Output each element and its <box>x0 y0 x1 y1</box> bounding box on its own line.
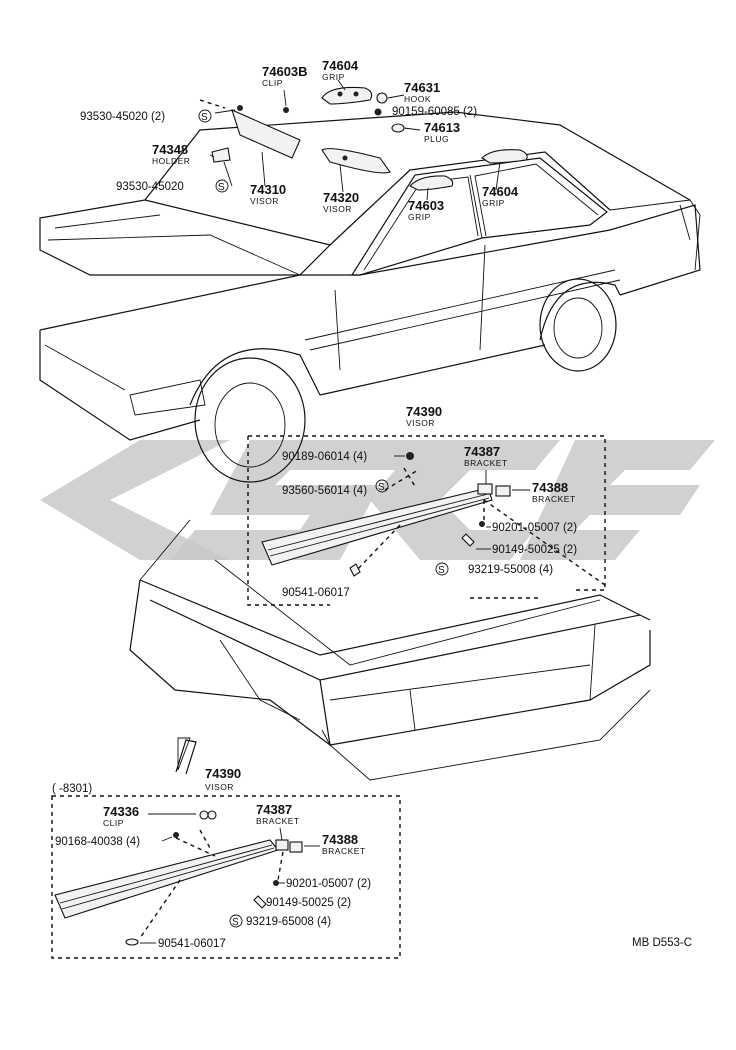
svg-text:74613: 74613 <box>424 120 460 135</box>
svg-text:74603B: 74603B <box>262 64 308 79</box>
svg-text:74390: 74390 <box>406 404 442 419</box>
svg-text:74631: 74631 <box>404 80 440 95</box>
s-symbol-4: S <box>435 562 449 576</box>
label-90189-06014: 90189-06014 (4) <box>282 451 367 463</box>
label-74387-inset1: 74387 BRACKET <box>464 444 508 468</box>
svg-text:S: S <box>232 917 239 928</box>
old-visor-74390-illustration <box>54 810 303 946</box>
svg-text:HOLDER: HOLDER <box>152 156 190 166</box>
label-93219-65008: 93219-65008 (4) <box>246 916 331 928</box>
label-74603: 74603 GRIP <box>408 198 444 222</box>
label-90541-06017-inset2: 90541-06017 <box>158 938 226 950</box>
label-74388-inset1: 74388 BRACKET <box>532 480 576 504</box>
label-74604-right: 74604 GRIP <box>482 184 519 208</box>
svg-text:74348: 74348 <box>152 142 188 157</box>
inset-old-visor-box <box>51 737 401 959</box>
svg-text:GRIP: GRIP <box>322 72 345 82</box>
s-symbol-3: S <box>375 479 389 493</box>
svg-text:74310: 74310 <box>250 182 286 197</box>
label-90201-05007-inset2: 90201-05007 (2) <box>286 878 371 890</box>
label-90149-50025-inset1: 90149-50025 (2) <box>492 544 577 556</box>
svg-text:VISOR: VISOR <box>323 204 352 214</box>
label-74387-inset2: 74387 BRACKET <box>256 802 300 826</box>
svg-text:74604: 74604 <box>482 184 519 199</box>
label-93530-45020-2: 93530-45020 (2) <box>80 111 165 123</box>
label-74390-inset1: 74390 VISOR <box>406 404 442 428</box>
svg-text:S: S <box>438 565 445 576</box>
label-93219-55008: 93219-55008 (4) <box>468 564 553 576</box>
s-symbol-5: S <box>229 914 243 928</box>
svg-text:S: S <box>218 182 225 193</box>
svg-text:PLUG: PLUG <box>424 134 449 144</box>
svg-text:VISOR: VISOR <box>250 196 279 206</box>
sedan-side-illustration <box>39 111 701 483</box>
svg-text:74603: 74603 <box>408 198 444 213</box>
svg-text:GRIP: GRIP <box>482 198 505 208</box>
label-93530-45020: 93530-45020 <box>116 181 184 193</box>
svg-text:BRACKET: BRACKET <box>256 816 300 826</box>
svg-text:VISOR: VISOR <box>205 782 234 792</box>
svg-text:S: S <box>201 112 208 123</box>
svg-text:BRACKET: BRACKET <box>322 846 366 856</box>
svg-text:74320: 74320 <box>323 190 359 205</box>
svg-text:74336: 74336 <box>103 804 139 819</box>
svg-text:74604: 74604 <box>322 58 359 73</box>
s-symbol-1: S <box>198 109 212 123</box>
svg-text:S: S <box>378 482 385 493</box>
figure-code: MB D553-C <box>632 937 692 949</box>
label-74604-top: 74604 GRIP <box>322 58 359 82</box>
svg-text:74388: 74388 <box>532 480 568 495</box>
svg-text:74387: 74387 <box>464 444 500 459</box>
label-90149-50025-inset2: 90149-50025 (2) <box>266 897 351 909</box>
svg-text:CLIP: CLIP <box>103 818 124 828</box>
svg-text:CLIP: CLIP <box>262 78 283 88</box>
svg-text:BRACKET: BRACKET <box>532 494 576 504</box>
label-74631: 74631 HOOK <box>404 80 440 104</box>
rear-visor-74390-illustration <box>261 452 606 586</box>
label-90159-60085: 90159-60085 (2) <box>392 106 477 118</box>
label-93560-56014: 93560-56014 (4) <box>282 485 367 497</box>
label-74388-inset2: 74388 BRACKET <box>322 832 366 856</box>
label-74613: 74613 PLUG <box>424 120 460 144</box>
interior-parts-illustration <box>199 79 528 201</box>
label-74320: 74320 VISOR <box>323 190 359 214</box>
svg-text:GRIP: GRIP <box>408 212 431 222</box>
svg-text:74387: 74387 <box>256 802 292 817</box>
label-74348: 74348 HOLDER <box>152 142 190 166</box>
label-90201-05007-inset1: 90201-05007 (2) <box>492 522 577 534</box>
svg-text:VISOR: VISOR <box>406 418 435 428</box>
svg-text:74390: 74390 <box>205 766 241 781</box>
label-90168-40038: 90168-40038 (4) <box>55 836 140 848</box>
s-symbol-2: S <box>215 179 229 193</box>
label-74603B: 74603B CLIP <box>262 64 308 88</box>
svg-text:HOOK: HOOK <box>404 94 431 104</box>
label-74336: 74336 CLIP <box>103 804 139 828</box>
watermark-logo <box>40 440 715 560</box>
sedan-rear-illustration <box>129 519 651 781</box>
label-90541-06017-inset1: 90541-06017 <box>282 587 350 599</box>
inset-rear-visor-box <box>247 435 606 606</box>
label-74310: 74310 VISOR <box>250 182 286 206</box>
label-74390-inset2: 74390 VISOR <box>205 766 241 792</box>
svg-text:BRACKET: BRACKET <box>464 458 508 468</box>
date-range-label: ( -8301) <box>52 783 92 795</box>
svg-text:74388: 74388 <box>322 832 358 847</box>
